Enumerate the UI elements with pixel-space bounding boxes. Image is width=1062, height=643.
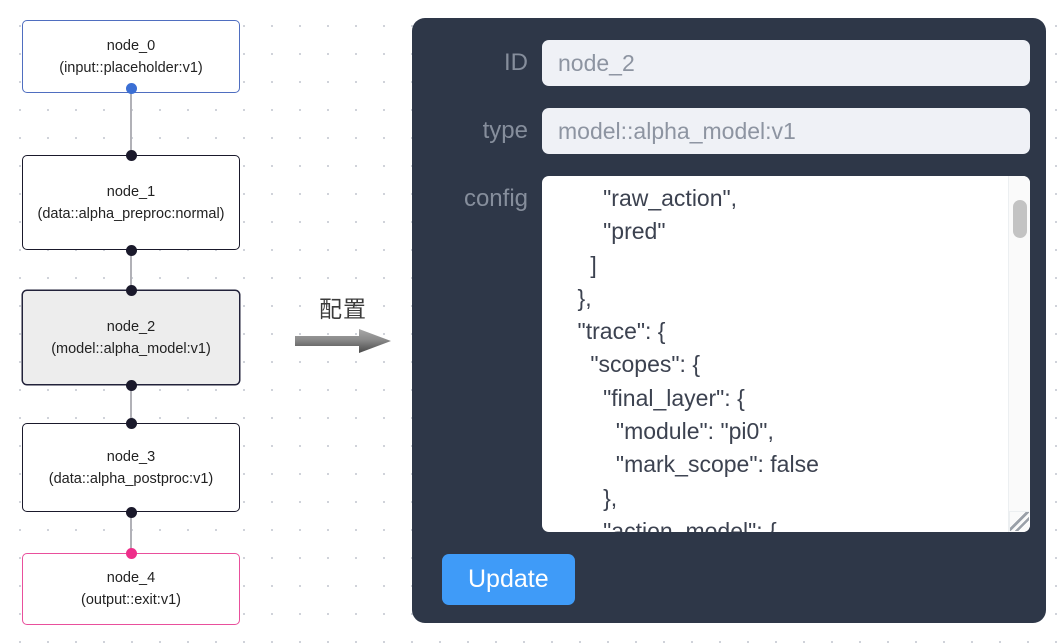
id-input[interactable] xyxy=(542,40,1030,86)
edge-node3-node4 xyxy=(130,507,132,558)
node-subtitle: (output::exit:v1) xyxy=(81,592,181,608)
node-title: node_3 xyxy=(106,448,156,465)
id-field-label: ID xyxy=(504,49,528,76)
node-subtitle: (input::placeholder:v1) xyxy=(59,59,203,76)
update-button[interactable]: Update xyxy=(442,554,575,605)
config-scrollbar-thumb[interactable] xyxy=(1013,200,1027,238)
config-resize-grip[interactable] xyxy=(1009,511,1029,531)
field-row-type: type xyxy=(428,108,1030,154)
node-subtitle: (data::alpha_postproc:v1) xyxy=(48,470,214,487)
graph-node-node_4[interactable]: node_4 (output::exit:v1) xyxy=(22,553,240,625)
node-title: node_2 xyxy=(106,318,156,335)
handle-node2-target[interactable] xyxy=(125,284,137,296)
flow-graph-canvas[interactable]: node_0 (input::placeholder:v1) node_1 (d… xyxy=(0,0,280,643)
handle-node1-target[interactable] xyxy=(125,149,137,161)
handle-node3-source[interactable] xyxy=(125,506,137,518)
node-title: node_1 xyxy=(106,183,156,200)
field-row-config: config "raw_action", "pred" ] }, "trace"… xyxy=(428,176,1030,532)
edge-node2-node3 xyxy=(130,380,132,428)
annotation-label: 配置 xyxy=(319,297,367,323)
config-textarea-wrapper[interactable]: "raw_action", "pred" ] }, "trace": { "sc… xyxy=(542,176,1030,532)
edge-node1-node2 xyxy=(130,245,132,295)
graph-node-node_1[interactable]: node_1 (data::alpha_preproc:normal) xyxy=(22,155,240,250)
field-row-id: ID xyxy=(428,40,1030,86)
graph-node-node_2[interactable]: node_2 (model::alpha_model:v1) xyxy=(22,290,240,385)
type-input[interactable] xyxy=(542,108,1030,154)
type-field-label: type xyxy=(482,117,528,144)
annotation-group: 配置 xyxy=(290,296,396,358)
handle-node1-source[interactable] xyxy=(125,244,137,256)
config-field-label: config xyxy=(463,185,528,212)
config-scrollbar-track[interactable] xyxy=(1008,176,1030,532)
edge-node0-node1 xyxy=(130,88,132,160)
handle-node2-source[interactable] xyxy=(125,379,137,391)
config-textarea[interactable]: "raw_action", "pred" ] }, "trace": { "sc… xyxy=(577,185,819,532)
node-subtitle: (data::alpha_preproc:normal) xyxy=(37,205,225,222)
node-config-panel: ID type config "raw_action", "pred" ] },… xyxy=(412,18,1046,623)
handle-node4-target[interactable] xyxy=(125,547,137,559)
graph-node-node_3[interactable]: node_3 (data::alpha_postproc:v1) xyxy=(22,423,240,512)
handle-node0-source[interactable] xyxy=(125,82,137,94)
handle-node3-target[interactable] xyxy=(125,417,137,429)
node-subtitle: (model::alpha_model:v1) xyxy=(51,340,211,357)
node-title: node_0 xyxy=(106,37,156,54)
arrow-right-icon xyxy=(295,329,391,353)
node-title: node_4 xyxy=(106,570,156,586)
panel-actions: Update xyxy=(428,554,1030,605)
